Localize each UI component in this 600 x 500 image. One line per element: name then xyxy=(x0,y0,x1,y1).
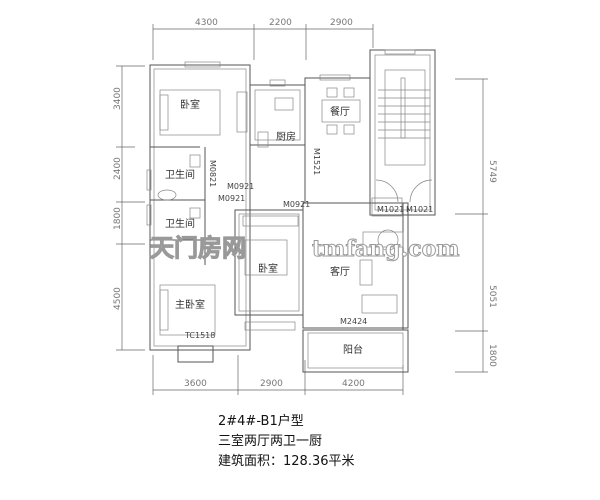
code-bedroom-door: M0921 xyxy=(283,200,310,209)
code-bath-door-vertical: M0821 xyxy=(208,160,217,187)
dim-bottom-2: 2900 xyxy=(260,379,283,389)
label-bathroom-1: 卫生间 xyxy=(165,168,195,181)
code-master-window: TC1518 xyxy=(184,331,215,340)
label-master-bedroom: 主卧室 xyxy=(175,298,205,311)
dim-bottom-1: 3600 xyxy=(184,379,207,389)
dim-right-2: 5051 xyxy=(487,285,497,308)
caption-layout: 三室两厅两卫一厨 xyxy=(218,434,323,449)
dim-top-1: 4300 xyxy=(195,18,218,28)
room-labels: 卧室 厨房 餐厅 卫生间 卫生间 卧室 主卧室 客厅 阳台 xyxy=(165,98,363,356)
top-dimensions: 4300 2200 2900 xyxy=(152,18,374,60)
code-stair-door-right: M1021 xyxy=(406,205,433,214)
dim-left-4: 4500 xyxy=(113,287,123,310)
code-bath-door-a: M0921 xyxy=(227,182,254,191)
code-stair-door-left: M1021 xyxy=(377,205,404,214)
dim-left-3: 1800 xyxy=(113,207,123,230)
dim-right-3: 1800 xyxy=(487,344,497,367)
stairs xyxy=(375,69,433,203)
label-bedroom-north: 卧室 xyxy=(180,98,200,111)
caption-area: 建筑面积：128.36平米 xyxy=(218,454,355,469)
walls xyxy=(146,49,436,373)
caption-unit-type: 2#4#-B1户型 xyxy=(218,414,304,429)
dim-top-2: 2200 xyxy=(269,18,292,28)
watermark: 天门房网 tmfang.com xyxy=(150,233,461,263)
watermark-en: tmfang.com xyxy=(312,236,460,262)
bottom-dimensions: 3600 2900 4200 xyxy=(152,355,404,395)
label-bedroom-second: 卧室 xyxy=(258,262,278,275)
label-living: 客厅 xyxy=(330,265,350,278)
dim-top-3: 2900 xyxy=(330,18,353,28)
code-kitchen-door: M1521 xyxy=(312,148,321,175)
door-codes: M1521 M1021 M1021 M0821 M0921 M0921 M092… xyxy=(184,148,433,340)
label-bathroom-2: 卫生间 xyxy=(165,217,195,230)
dim-left-2: 2400 xyxy=(113,157,123,180)
right-dimensions: 5749 5051 1800 xyxy=(455,78,497,373)
code-bath-door-b: M0921 xyxy=(218,194,245,203)
label-kitchen: 厨房 xyxy=(276,130,296,143)
dim-left-1: 3400 xyxy=(113,87,123,110)
label-dining: 餐厅 xyxy=(330,105,350,118)
code-balcony-door: M2424 xyxy=(340,317,367,326)
left-dimensions: 3400 2400 1800 4500 xyxy=(113,65,145,351)
furniture xyxy=(157,87,404,336)
dim-bottom-3: 4200 xyxy=(342,379,365,389)
watermark-cn: 天门房网 xyxy=(150,233,246,262)
label-balcony: 阳台 xyxy=(343,343,363,356)
dim-right-1: 5749 xyxy=(487,160,497,183)
